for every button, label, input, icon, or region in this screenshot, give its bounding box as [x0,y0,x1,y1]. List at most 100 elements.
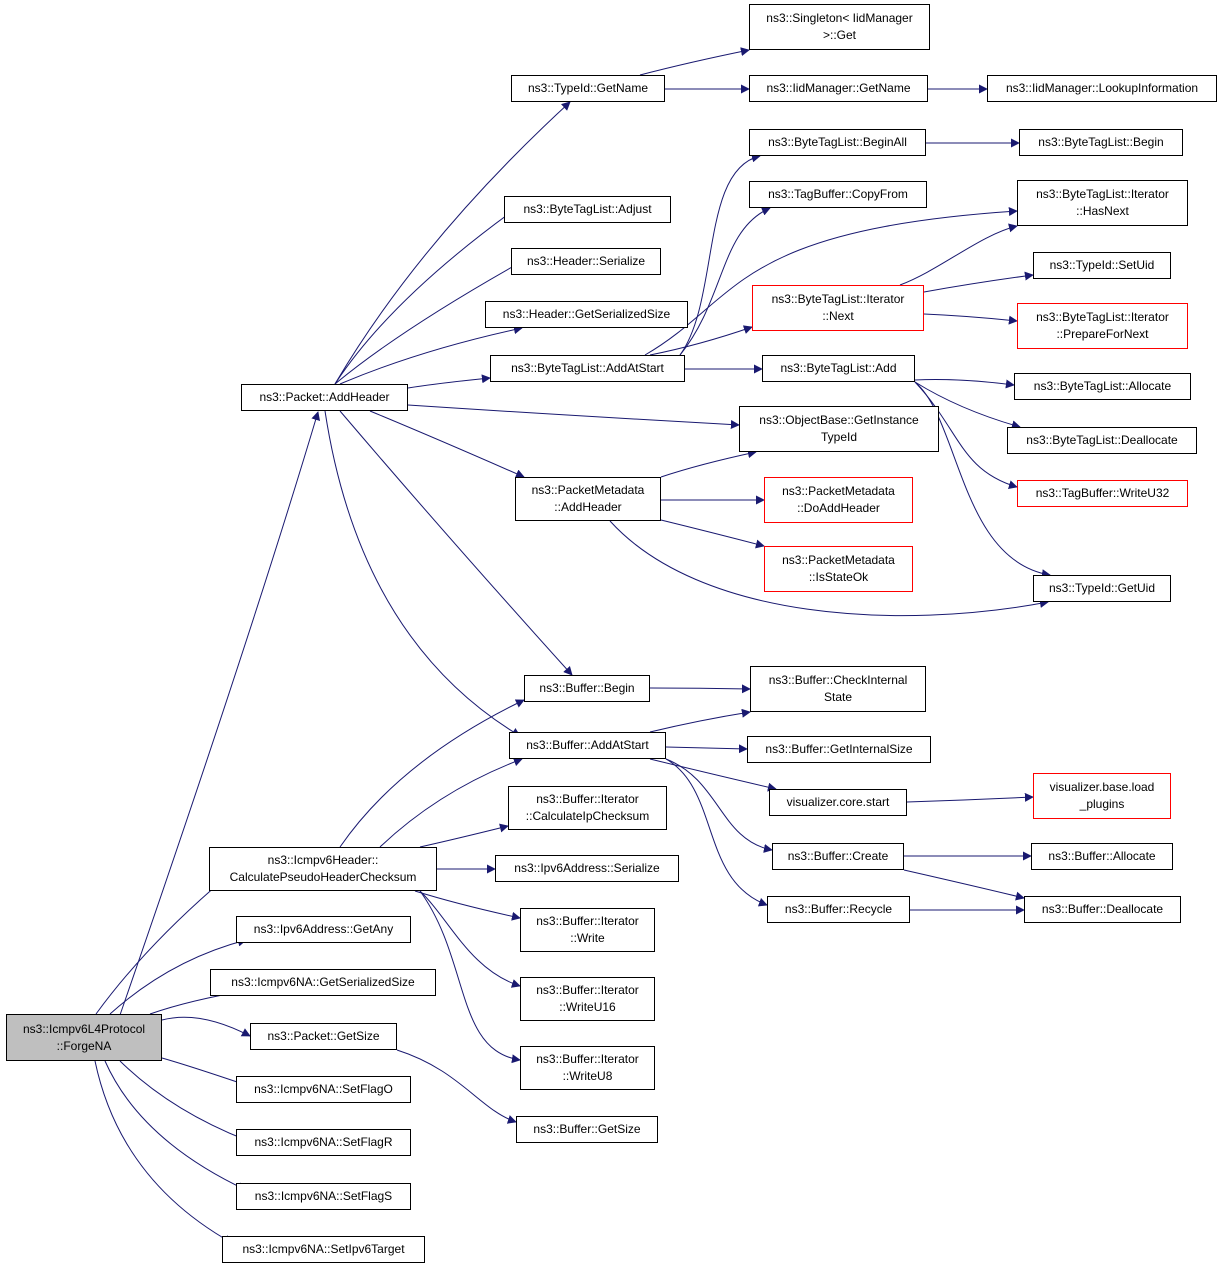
node-na-get-serialized-size[interactable]: ns3::Icmpv6NA::GetSerializedSize [210,969,436,996]
edge-btl-add-at-start-to-btl-it-has-next [644,207,1018,356]
edge-btl-add-to-typeid-get-uid [914,381,1051,579]
edge-calc-pseudo-to-bi-write [414,890,521,921]
node-vis-core-start[interactable]: visualizer.core.start [769,789,907,816]
node-label-line: CalculatePseudoHeaderChecksum [229,870,417,884]
node-label-line: State [823,690,853,704]
node-label-line: visualizer.base.load [1049,780,1155,794]
edge-buffer-add-at-start-to-buffer-check-internal [649,708,751,733]
node-label-line: ns3::ByteTagList::BeginAll [768,135,907,149]
node-label-line: ::PrepareForNext [1056,327,1149,341]
node-bi-write-u8[interactable]: ns3::Buffer::Iterator::WriteU8 [520,1046,655,1090]
node-typeid-get-name[interactable]: ns3::TypeId::GetName [511,75,665,102]
node-iid-get-name[interactable]: ns3::IidManager::GetName [749,75,928,102]
node-label-line: ns3::Buffer::Iterator [536,792,639,806]
node-singleton-get[interactable]: ns3::Singleton< IidManager >::Get [749,4,930,50]
node-vis-load-plugins[interactable]: visualizer.base.load _plugins [1033,773,1171,819]
node-label-line: ns3::ByteTagList::Adjust [523,202,652,216]
node-btl-adjust[interactable]: ns3::ByteTagList::Adjust [504,196,671,223]
node-btl-add-at-start[interactable]: ns3::ByteTagList::AddAtStart [490,355,685,382]
edge-buffer-begin-to-buffer-check-internal [649,684,751,694]
node-label-line: ns3::Icmpv6NA::GetSerializedSize [231,975,415,989]
node-set-ipv6-target[interactable]: ns3::Icmpv6NA::SetIpv6Target [222,1236,425,1263]
node-label-line: ns3::Buffer::AddAtStart [526,738,649,752]
edge-btl-add-to-btl-deallocate [914,381,1021,430]
node-buffer-deallocate[interactable]: ns3::Buffer::Deallocate [1024,896,1181,923]
node-label-line: ns3::Buffer::GetSize [533,1122,641,1136]
node-label-line: ::WriteU8 [562,1069,613,1083]
node-header-serialize[interactable]: ns3::Header::Serialize [511,248,661,275]
node-btl-deallocate[interactable]: ns3::ByteTagList::Deallocate [1007,427,1197,454]
node-pm-is-state-ok[interactable]: ns3::PacketMetadata::IsStateOk [764,546,913,592]
node-label-line: ns3::Packet::AddHeader [259,390,390,404]
node-buffer-recycle[interactable]: ns3::Buffer::Recycle [767,896,910,923]
edge-buffer-add-at-start-to-buffer-create [665,758,773,853]
node-buffer-get-internal-size[interactable]: ns3::Buffer::GetInternalSize [747,736,931,763]
edge-packet-get-size-to-buffer-get-size [396,1049,517,1124]
node-buffer-begin[interactable]: ns3::Buffer::Begin [524,675,650,702]
node-set-flag-r[interactable]: ns3::Icmpv6NA::SetFlagR [236,1129,411,1156]
node-btl-it-prepare[interactable]: ns3::ByteTagList::Iterator::PrepareForNe… [1017,303,1188,349]
node-ipv6-serialize[interactable]: ns3::Ipv6Address::Serialize [495,855,679,882]
node-label-line: ns3::TagBuffer::WriteU32 [1035,486,1170,500]
node-label-line: TypeId [820,430,858,444]
edge-forge-na-to-set-flag-o [161,1057,247,1087]
edge-packet-add-header-to-buffer-begin [339,410,573,676]
edge-calc-pseudo-to-bi-calc-ip-checksum [419,823,509,848]
node-label-line: ns3::IidManager::GetName [766,81,911,95]
node-typeid-get-uid[interactable]: ns3::TypeId::GetUid [1033,575,1171,602]
node-label-line: visualizer.core.start [786,795,890,809]
node-label-line: ns3::TypeId::GetUid [1048,581,1156,595]
node-label-line: ns3::Buffer::Iterator [536,1052,639,1066]
node-btl-begin-all[interactable]: ns3::ByteTagList::BeginAll [749,129,926,156]
node-tagbuf-write-u32[interactable]: ns3::TagBuffer::WriteU32 [1017,480,1188,507]
node-btl-it-has-next[interactable]: ns3::ByteTagList::Iterator::HasNext [1017,180,1188,226]
node-bi-write-u16[interactable]: ns3::Buffer::Iterator::WriteU16 [520,977,655,1021]
node-buffer-create[interactable]: ns3::Buffer::Create [772,843,904,870]
node-label-line: ns3::Buffer::Create [787,849,889,863]
node-label-line: ns3::Buffer::Iterator [536,983,639,997]
node-pm-do-add-header[interactable]: ns3::PacketMetadata::DoAddHeader [764,477,913,523]
node-btl-begin[interactable]: ns3::ByteTagList::Begin [1019,129,1183,156]
node-label-line: ns3::Buffer::Allocate [1048,849,1156,863]
node-label-line: ns3::PacketMetadata [782,484,895,498]
node-bi-write[interactable]: ns3::Buffer::Iterator::Write [520,908,655,952]
node-bi-calc-ip-checksum[interactable]: ns3::Buffer::Iterator::CalculateIpChecks… [508,786,667,830]
node-forge-na[interactable]: ns3::Icmpv6L4Protocol::ForgeNA [6,1014,162,1061]
node-ipv6-get-any[interactable]: ns3::Ipv6Address::GetAny [236,916,411,943]
node-label-line: ns3::Singleton< IidManager [766,11,913,25]
edge-calc-pseudo-to-buffer-begin [339,699,525,848]
node-buffer-add-at-start[interactable]: ns3::Buffer::AddAtStart [509,732,666,759]
node-label-line: ns3::ByteTagList::Iterator [1036,310,1169,324]
edge-forge-na-to-set-ipv6-target [94,1060,233,1244]
node-set-flag-s[interactable]: ns3::Icmpv6NA::SetFlagS [236,1183,411,1210]
edge-btl-add-at-start-to-btl-it-next [649,325,753,356]
node-buffer-get-size[interactable]: ns3::Buffer::GetSize [516,1116,658,1143]
edge-pm-add-header-to-pm-is-state-ok [660,519,765,549]
node-iid-lookup[interactable]: ns3::IidManager::LookupInformation [987,75,1217,102]
node-label-line: ns3::Packet::GetSize [267,1029,380,1043]
node-tagbuf-copy-from[interactable]: ns3::TagBuffer::CopyFrom [749,181,927,208]
node-btl-add[interactable]: ns3::ByteTagList::Add [762,355,915,382]
node-packet-add-header[interactable]: ns3::Packet::AddHeader [241,384,408,411]
node-typeid-set-uid[interactable]: ns3::TypeId::SetUid [1033,252,1171,279]
node-label-line: ns3::Buffer::Begin [539,681,635,695]
node-label-line: _plugins [1079,797,1125,811]
node-set-flag-o[interactable]: ns3::Icmpv6NA::SetFlagO [236,1076,411,1103]
node-label-line: ::ForgeNA [56,1038,112,1053]
node-label-line: ns3::ByteTagList::Begin [1038,135,1164,149]
edge-forge-na-to-set-flag-r [119,1060,247,1142]
node-calc-pseudo[interactable]: ns3::Icmpv6Header::CalculatePseudoHeader… [209,847,437,891]
node-btl-allocate[interactable]: ns3::ByteTagList::Allocate [1014,373,1191,400]
node-label-line: ns3::TypeId::SetUid [1049,258,1155,272]
node-btl-it-next[interactable]: ns3::ByteTagList::Iterator::Next [752,285,924,331]
node-header-get-serialized-size[interactable]: ns3::Header::GetSerializedSize [485,301,688,328]
edge-calc-pseudo-to-bi-write-u8 [419,890,521,1064]
node-buffer-allocate[interactable]: ns3::Buffer::Allocate [1031,843,1173,870]
node-label-line: ns3::Header::Serialize [526,254,646,268]
edge-pm-add-header-to-typeid-get-uid [609,520,1049,617]
node-label-line: ns3::Buffer::Recycle [784,902,893,916]
node-pm-add-header[interactable]: ns3::PacketMetadata::AddHeader [515,477,661,521]
node-packet-get-size[interactable]: ns3::Packet::GetSize [250,1023,397,1050]
